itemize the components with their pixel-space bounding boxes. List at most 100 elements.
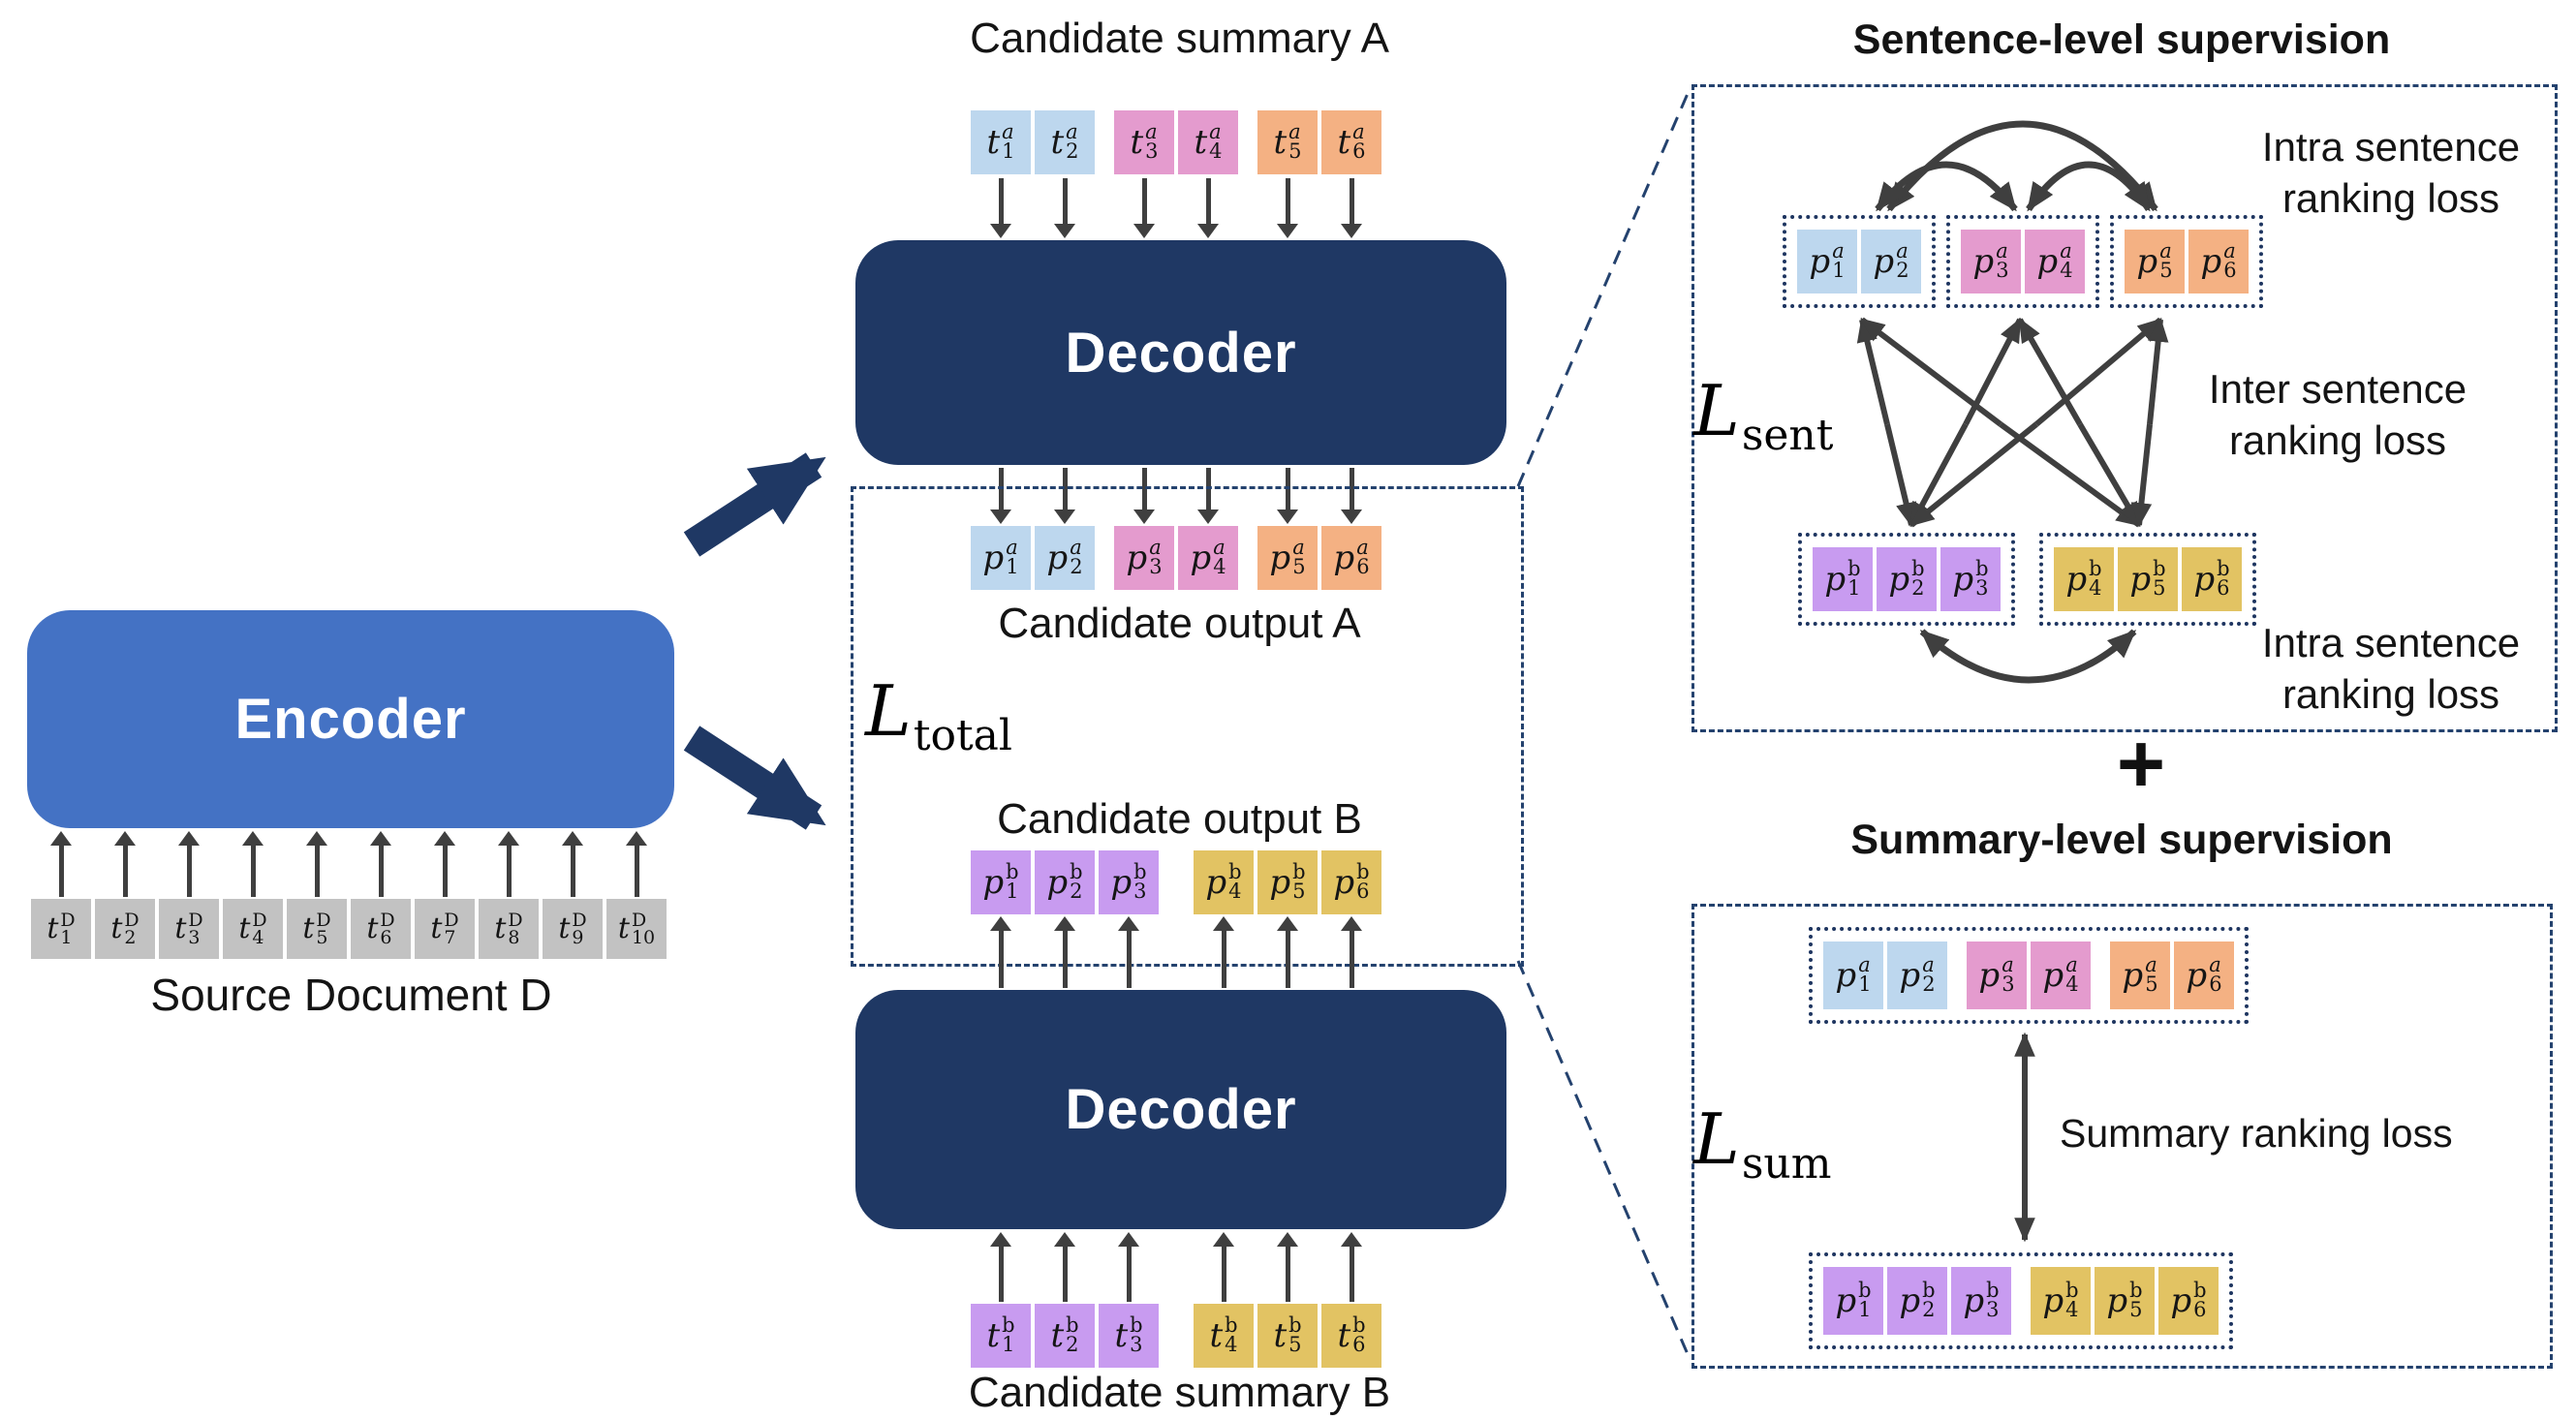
up-arrow bbox=[433, 831, 456, 897]
down-arrow bbox=[1053, 178, 1076, 238]
down-arrow bbox=[1133, 178, 1156, 238]
sentence-panel-title: Sentence-level supervision bbox=[1852, 16, 2391, 63]
summary-panel-box bbox=[1691, 904, 2553, 1369]
encoder-label: Encoder bbox=[234, 688, 467, 751]
sentence-panel-box bbox=[1691, 84, 2558, 732]
up-arrow bbox=[497, 831, 520, 897]
loss-sent-label: Lsent bbox=[1693, 370, 1834, 460]
up-arrow bbox=[989, 1232, 1012, 1302]
summary-ranking-loss-label: Summary ranking loss bbox=[2060, 1111, 2453, 1156]
up-arrow bbox=[1340, 1232, 1363, 1302]
connector-to-summary-panel bbox=[1516, 960, 1690, 1355]
down-arrow bbox=[1196, 178, 1220, 238]
plus-sign: + bbox=[2116, 718, 2166, 811]
encoder-to-decoder-b-arrow bbox=[683, 725, 826, 830]
decoder-b-box: Decoder bbox=[855, 990, 1506, 1229]
up-arrow bbox=[241, 831, 264, 897]
up-arrow bbox=[113, 831, 137, 897]
up-arrow bbox=[305, 831, 328, 897]
intra-ranking-loss-top-label: Intra sentence ranking loss bbox=[2261, 124, 2521, 221]
up-arrow bbox=[1117, 1232, 1140, 1302]
encoder-to-decoder-a-arrow bbox=[683, 452, 826, 557]
down-arrow bbox=[989, 178, 1012, 238]
summary-panel-title: Summary-level supervision bbox=[1850, 817, 2393, 863]
up-arrow bbox=[1276, 1232, 1299, 1302]
connector-to-sentence-panel bbox=[1516, 88, 1691, 487]
candidate-summary-b-label: Candidate summary B bbox=[968, 1369, 1391, 1416]
inter-ranking-loss-label: Inter sentence ranking loss bbox=[2208, 366, 2467, 463]
up-arrow bbox=[49, 831, 73, 897]
intra-ranking-loss-bottom-label: Intra sentence ranking loss bbox=[2261, 620, 2521, 717]
candidate-output-b-label: Candidate output B bbox=[997, 795, 1362, 843]
down-arrow bbox=[1276, 178, 1299, 238]
up-arrow bbox=[1053, 1232, 1076, 1302]
up-arrow bbox=[561, 831, 584, 897]
decoder-b-label: Decoder bbox=[1065, 1078, 1297, 1141]
loss-total-label: Ltotal bbox=[865, 670, 1012, 760]
encoder-box: Encoder bbox=[27, 610, 674, 828]
up-arrow bbox=[625, 831, 648, 897]
loss-sum-label: Lsum bbox=[1693, 1098, 1832, 1188]
